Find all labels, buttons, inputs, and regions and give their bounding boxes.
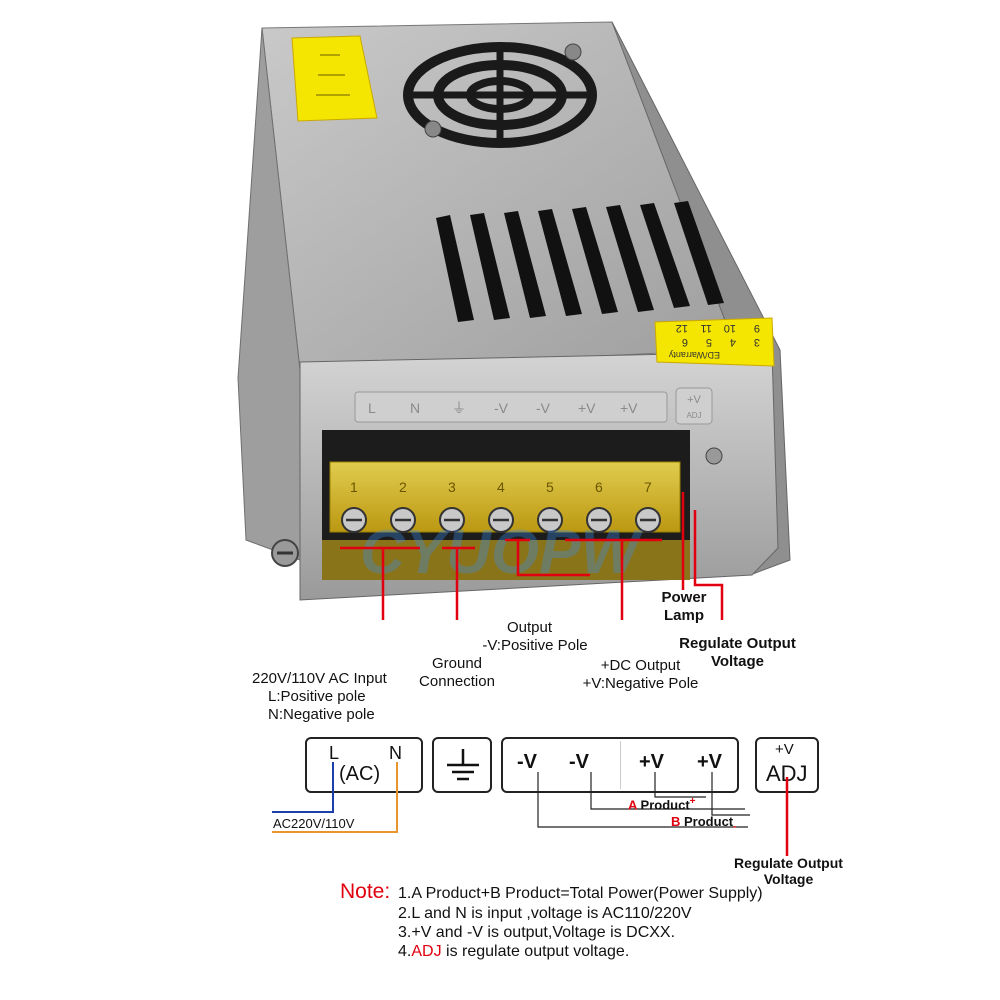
emboss-adj-bottom: ADJ	[686, 411, 701, 420]
terminal-number: 4	[497, 479, 505, 495]
b-product-label: B Product-	[671, 814, 736, 833]
a-product-label: A Product+	[628, 796, 696, 812]
a-product-wire	[590, 772, 745, 810]
note-line-2: 2.L and N is input ,voltage is AC110/220…	[398, 905, 692, 922]
terminal-number: 3	[448, 479, 456, 495]
ground-line1: Ground	[431, 655, 483, 672]
terminal-number: 1	[350, 479, 358, 495]
emboss-terminal-label: -V	[494, 400, 509, 416]
warranty-number: 4	[730, 336, 736, 348]
top-sticker	[291, 35, 378, 122]
blue-wire	[272, 762, 334, 813]
a-product-word: Product	[640, 797, 690, 813]
note-line-1: 1.A Product+B Product=Total Power(Power …	[398, 885, 763, 902]
b-product-word: Product	[684, 814, 734, 829]
ac-input-title: 220V/110V AC Input	[252, 670, 387, 687]
output-t1: -V	[517, 751, 537, 773]
warranty-text: ED/Warranty	[668, 350, 720, 360]
dc-output-line1: +DC Output	[600, 657, 681, 674]
ground-icon	[447, 749, 479, 781]
callout-lines	[340, 492, 724, 620]
note-line-4: 4.ADJ is regulate output voltage.	[398, 943, 629, 961]
regulate-line2: Voltage	[710, 653, 765, 670]
output-t2: -V	[569, 751, 589, 773]
schematic-regulate-line2: Voltage	[763, 871, 814, 887]
power-lamp-line1: Power	[661, 589, 707, 606]
emboss-adj-top: +V	[687, 394, 701, 406]
warranty-number: 11	[701, 322, 712, 334]
ac-input-n: N:Negative pole	[268, 706, 375, 723]
ac-input-label: 220V/110V AC Input L:Positive pole N:Neg…	[252, 670, 387, 724]
adj-emboss-box	[675, 387, 713, 425]
warranty-number: 12	[676, 322, 688, 334]
power-lamp-label: Power Lamp	[652, 589, 716, 625]
ac-wire-label: AC220V/110V	[273, 816, 355, 831]
output-neg-line2: -V:Positive Pole	[482, 637, 588, 654]
terminal-number: 5	[546, 479, 554, 495]
emboss-terminal-label: L	[368, 400, 376, 416]
regulate-label: Regulate Output Voltage	[665, 635, 810, 671]
output-box: -V -V +V +V	[501, 737, 739, 793]
emboss-terminal-label: ⏚	[452, 400, 466, 416]
emboss-terminal-label: N	[410, 400, 420, 416]
adj-plus-v: +V	[775, 741, 794, 758]
ground-label: Ground Connection	[410, 655, 504, 691]
ac-n-terminal: N	[389, 743, 402, 763]
terminal-number: 2	[399, 479, 407, 495]
note-line-3: 3.+V and -V is output,Voltage is DCXX.	[398, 924, 676, 941]
warranty-number: 5	[706, 336, 712, 348]
ac-l-terminal: L	[329, 743, 340, 763]
vent-slots	[436, 201, 724, 322]
dc-output-label: +DC Output +V:Negative Pole	[568, 657, 713, 693]
schematic-regulate-line1: Regulate Output	[734, 855, 843, 871]
note-line-4-suffix: is regulate output voltage.	[441, 943, 630, 960]
terminal-number: 6	[595, 479, 603, 495]
regulate-line1: Regulate Output	[679, 635, 796, 652]
note-line-4-adj: ADJ	[411, 943, 442, 960]
orange-wire	[272, 762, 398, 833]
emboss-terminal-label: +V	[578, 400, 596, 416]
output-t4: +V	[697, 751, 723, 773]
dc-output-line2: +V:Negative Pole	[582, 675, 699, 692]
a-product-letter: A	[628, 797, 637, 813]
fan-grille	[403, 42, 597, 148]
ground-line2: Connection	[419, 673, 495, 690]
a-product-sign: +	[689, 796, 696, 807]
b-product-letter: B	[671, 814, 681, 829]
output-t3: +V	[639, 751, 665, 773]
terminal-number: 7	[644, 479, 652, 495]
warranty-number: 6	[682, 336, 688, 348]
ac-input-box: L N (AC)	[305, 737, 423, 793]
note-heading: Note:	[340, 880, 391, 903]
ac-center-label: (AC)	[339, 763, 381, 785]
output-neg-label: Output -V:Positive Pole	[470, 619, 600, 655]
ground-box	[432, 737, 492, 793]
warranty-number: 10	[724, 322, 736, 334]
warranty-number: 3	[754, 336, 760, 348]
output-neg-line1: Output	[507, 619, 553, 636]
power-lamp-line2: Lamp	[663, 607, 704, 624]
b-product-wire	[537, 772, 748, 828]
b-product-wire-top	[711, 772, 750, 816]
emboss-terminal-label: -V	[536, 400, 551, 416]
warranty-number: 9	[754, 322, 760, 334]
output-divider	[620, 741, 621, 789]
b-product-sign: -	[733, 821, 737, 833]
watermark: CYUOPW	[360, 518, 643, 587]
ac-input-l: L:Positive pole	[268, 688, 366, 705]
warranty-sticker: 9 10 11 12 3 4 5 6 ED/Warranty	[654, 317, 775, 367]
note-line-4-prefix: 4.	[398, 943, 412, 960]
emboss-terminal-label: +V	[620, 400, 638, 416]
schematic-regulate-label: Regulate Output Voltage	[716, 855, 861, 887]
a-product-wire-top	[654, 772, 706, 798]
